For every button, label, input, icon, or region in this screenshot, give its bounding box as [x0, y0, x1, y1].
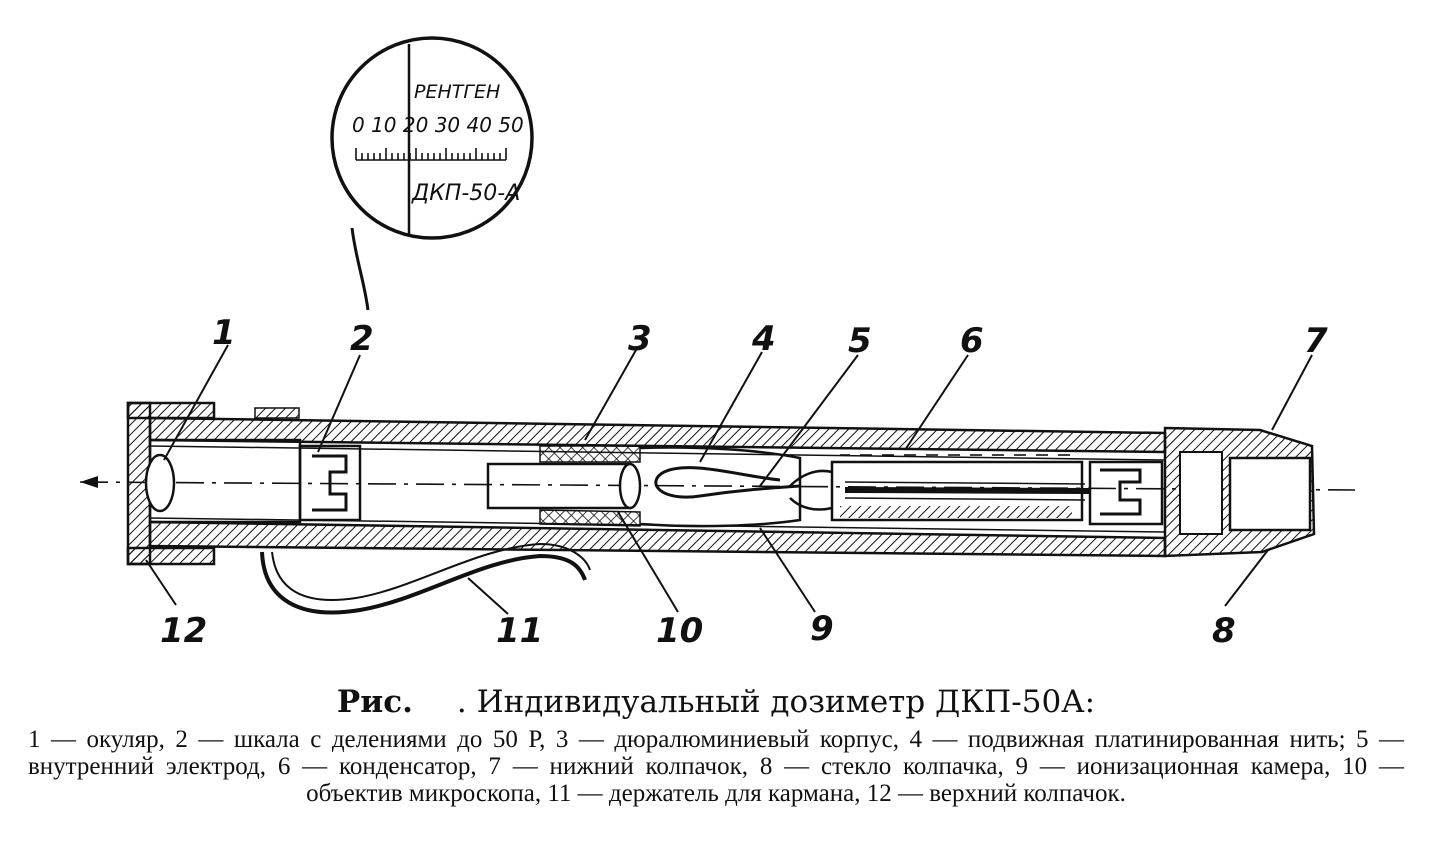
caption-title: . Индивидуальный дозиметр ДКП-50А: [456, 684, 1096, 720]
ionization-chamber [639, 446, 802, 528]
dosimeter-diagram: РЕНТГЕН 0 10 20 30 40 50 ДКП-50-А [79, 36, 1356, 651]
inner-electrode [789, 497, 833, 511]
scale-inset-circle [330, 36, 534, 240]
callout-5: 5 [848, 321, 872, 361]
central-rod [844, 487, 1091, 494]
callout-1: 1 [212, 313, 236, 353]
callout-9: 9 [810, 609, 834, 649]
cap-glass [1228, 456, 1312, 532]
scale-holder [298, 444, 362, 522]
pocket-clip [260, 551, 587, 615]
callout-4: 4 [751, 319, 776, 359]
objective-mount-bottom [539, 509, 641, 527]
axis-arrow-icon [80, 476, 98, 488]
charging-contact [1088, 460, 1164, 526]
callout-8: 8 [1212, 611, 1236, 651]
callout-2: 2 [350, 319, 374, 359]
dosimeter-body [126, 401, 1316, 566]
caption-label: Рис. [336, 684, 413, 720]
scale-inset-leader [350, 227, 370, 311]
platinum-fiber [654, 466, 801, 499]
scale-word: РЕНТГЕН [414, 81, 500, 103]
objective-mount-top [539, 445, 641, 463]
caption-legend: 1 — окуляр, 2 — шкала с делениями до 50 … [28, 726, 1404, 807]
body-bottom-wall [148, 520, 1167, 558]
callout-11: 11 [496, 611, 543, 651]
callout-10: 10 [656, 611, 703, 651]
scale-inset: РЕНТГЕН 0 10 20 30 40 50 ДКП-50-А [330, 36, 534, 311]
scale-clip [312, 454, 348, 512]
optical-axis [79, 481, 1356, 491]
callout-12: 12 [160, 611, 207, 651]
scale-ticks [355, 148, 507, 161]
callout-7: 7 [1304, 321, 1328, 361]
scale-model: ДКП-50-А [411, 181, 520, 206]
eyepiece-lens [144, 453, 176, 513]
callout-6: 6 [960, 321, 984, 361]
leader-lines [145, 344, 1313, 615]
figure-caption: Рис. . Индивидуальный дозиметр ДКП-50А: 1… [28, 682, 1404, 807]
scale-numbers: 0 10 20 30 40 50 [352, 113, 524, 137]
callout-3: 3 [628, 319, 652, 359]
caption-title-line: Рис. . Индивидуальный дозиметр ДКП-50А: [28, 682, 1404, 722]
